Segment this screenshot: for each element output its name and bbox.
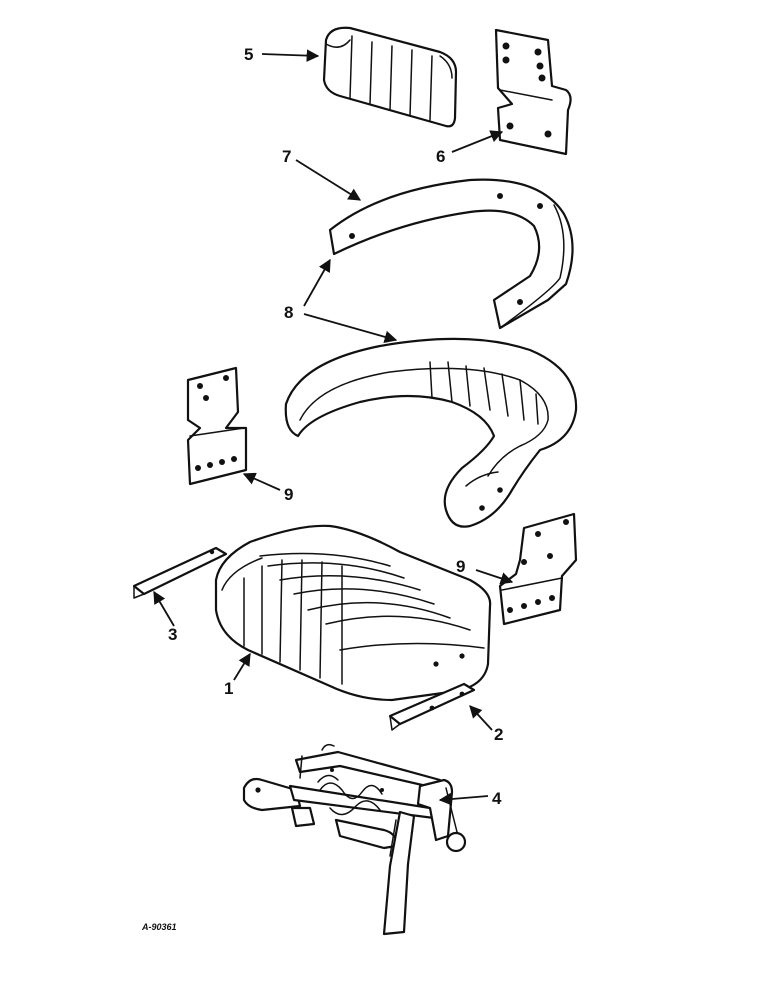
callout-7: 7	[282, 147, 291, 166]
leader-6	[451, 130, 504, 153]
part-4-suspension-mechanism	[242, 743, 467, 936]
leader-1	[233, 652, 251, 681]
callout-9-left: 9	[284, 485, 293, 504]
callout-6: 6	[436, 147, 445, 166]
leader-8b	[303, 313, 398, 343]
leader-4	[438, 792, 489, 806]
part-9-right-bracket	[498, 512, 578, 626]
leader-8a	[303, 258, 331, 307]
leader-9a	[242, 472, 281, 491]
part-3-strap	[132, 546, 228, 599]
callout-8: 8	[284, 303, 293, 322]
leader-3	[153, 590, 175, 627]
callout-4: 4	[492, 789, 502, 808]
part-1-seat-cushion	[214, 524, 492, 702]
part-6-back-bracket	[494, 28, 572, 156]
leader-7	[295, 159, 362, 201]
callout-5: 5	[244, 45, 253, 64]
callout-1: 1	[224, 679, 233, 698]
part-8-backrest-shell	[284, 337, 578, 528]
part-5-back-cushion	[322, 26, 458, 128]
callout-2: 2	[494, 725, 503, 744]
part-7-back-panel	[328, 178, 574, 330]
drawing-code: A-90361	[141, 922, 177, 932]
callout-3: 3	[168, 625, 177, 644]
part-9-left-bracket	[186, 366, 248, 486]
callout-9-right: 9	[456, 557, 465, 576]
leader-9b	[475, 569, 514, 585]
part-2-strap	[388, 682, 476, 731]
leader-2	[469, 705, 493, 731]
leader-5	[261, 49, 320, 62]
callout-leaders	[153, 49, 514, 806]
